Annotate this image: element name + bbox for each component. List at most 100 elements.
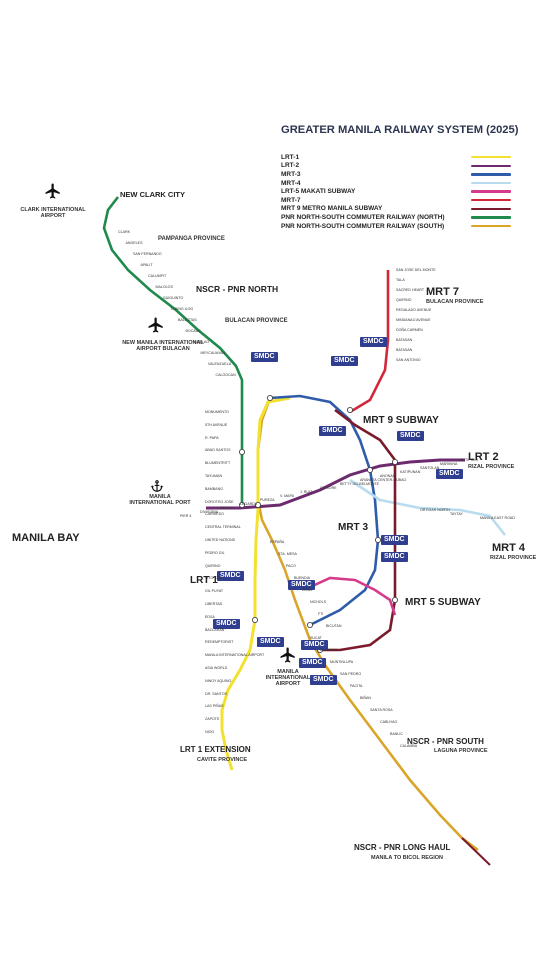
station-label: NIOG [205,730,215,734]
legend-swatch [471,173,511,176]
legend-item-lrt2: LRT-2 [281,162,511,171]
legend-swatch [471,216,511,219]
station-label: LIBERTAD [205,602,223,606]
station-label: BALAGTAS [178,318,197,322]
station-label: ABAD SANTOS [205,448,231,453]
legend-item-pnr-north: PNR NORTH-SOUTH COMMUTER RAILWAY (NORTH) [281,213,511,222]
station-label: EDSA [302,588,312,592]
station-label: TAYUMAN [205,474,223,478]
legend-swatch [471,181,511,185]
smdc-badge: SMDC [436,469,463,479]
airplane-icon [45,183,60,199]
interchange-dots [238,394,398,654]
mrt7-line [349,270,390,414]
legend-label: LRT-1 [281,153,300,161]
pnr-north-line [102,196,244,505]
station-label: R. PAPA [205,435,219,440]
station-label: REDEMPTORIST [205,640,234,645]
lrt1-line [220,396,291,771]
station-label: UNITED NATIONS [205,538,236,542]
station-label: ORTIGAS NORTH [420,508,450,512]
station-label: ZAPOTE [205,717,220,722]
legend-label: LRT-5 MAKATI SUBWAY [281,188,356,196]
station-label: BICUTAN [326,624,342,628]
label-nscr-south: NSCR - PNR SOUTH [407,737,484,746]
airplane-icon [280,647,295,663]
station-label: CLARK [118,230,130,234]
station-label: CARRIEDO [205,512,224,517]
legend-swatch [471,156,511,159]
station-label: DR. SANTOS [205,691,227,696]
station-label: CALUMPIT [148,274,167,278]
station-label: FTI [318,612,324,616]
smdc-badge: SMDC [257,637,284,647]
label-nscr-north: NSCR - PNR NORTH [196,284,279,294]
station-label: BATASAN [396,348,413,352]
smdc-badge: SMDC [299,658,326,668]
legend-label: MRT-3 [281,170,301,178]
station-label: V. MAPA [280,494,294,498]
legend-item-mrt4: MRT-4 [281,179,511,188]
station-label: QUIRINO [396,298,412,302]
station-label: TABING ILOG [170,307,194,311]
station-label: ANTIPOLO [460,458,479,462]
lrt2-line [206,458,465,510]
station-label: PEDRO GIL [205,550,225,555]
label-manila-bay: MANILA BAY [12,532,80,544]
station-label: LAS PIÑAS [205,704,224,709]
station-label: LEGARDA [240,502,258,506]
station-label: SAN PEDRO [340,672,362,676]
legend-swatch [471,190,511,193]
smdc-badge: SMDC [217,571,244,581]
smdc-badge: SMDC [360,337,387,347]
station-label: MUNTINLUPA [330,660,354,664]
smdc-badge: SMDC [213,619,240,629]
legend: LRT-1 LRT-2 MRT-3 MRT-4 LRT-5 MAKATI SUB… [281,153,511,230]
station-label: PACO [286,564,296,568]
smdc-badge: SMDC [331,356,358,366]
legend-item-mrt7: MRT-7 [281,196,511,205]
station-label: TALA [396,278,405,282]
station-label: SANTA ROSA [370,708,393,712]
station-label: DOROTEO JOSE [205,499,234,504]
label-long-haul: NSCR - PNR LONG HAUL [354,843,451,852]
station-label: MEYCAUAYAN [200,351,226,355]
station-label: GIL PUYAT [205,589,224,594]
station-label: SANTOLAN [420,466,440,470]
station-label: RECTO [220,506,233,510]
station-label: BANLIC [390,732,403,736]
legend-item-lrt1: LRT-1 [281,153,511,162]
legend-swatch [471,207,511,211]
station-label: NINOY AQUINO [205,678,232,683]
station-label: CABUYAO [380,720,398,724]
legend-swatch [471,199,511,202]
legend-item-pnr-south: PNR NORTH-SOUTH COMMUTER RAILWAY (SOUTH) [281,222,511,231]
station-label: MALOLOS [155,285,173,289]
label-lrt2: LRT 2 [468,451,499,463]
station-label: REGALADO AVENUE [396,308,432,312]
station-label: CALAMBA [400,744,418,748]
legend-label: MRT 9 METRO MANILA SUBWAY [281,205,383,213]
smdc-badge: SMDC [288,580,315,590]
station-label: 5TH AVENUE [205,422,228,427]
label-manila-port: MANILA INTERNATIONAL PORT [129,494,191,506]
label-mrt4-sub: RIZAL PROVINCE [490,555,537,561]
station-label: ARANETA CENTER-CUBAO [360,478,407,482]
station-label: BIÑAN [360,696,371,700]
label-laguna: LAGUNA PROVINCE [434,748,488,754]
station-label: BUENDIA [294,576,310,580]
station-label: J. RUIZ [300,490,313,494]
mrt4-line [349,478,507,536]
station-label: GILMORE [320,486,337,490]
legend-swatch [471,224,511,228]
legend-label: LRT-2 [281,162,300,170]
smdc-badge: SMDC [397,431,424,441]
label-bicol: MANILA TO BICOL REGION [371,855,444,861]
station-label: PIER 4 [180,514,192,518]
station-label: CENTRAL TERMINAL [205,525,241,530]
smdc-badge: SMDC [381,552,408,562]
station-label: MANILA INTERNATIONAL AIRPORT [205,653,265,658]
station-label: SAN JOSE DEL MONTE [396,268,436,272]
legend-item-lrt5: LRT-5 MAKATI SUBWAY [281,187,511,196]
